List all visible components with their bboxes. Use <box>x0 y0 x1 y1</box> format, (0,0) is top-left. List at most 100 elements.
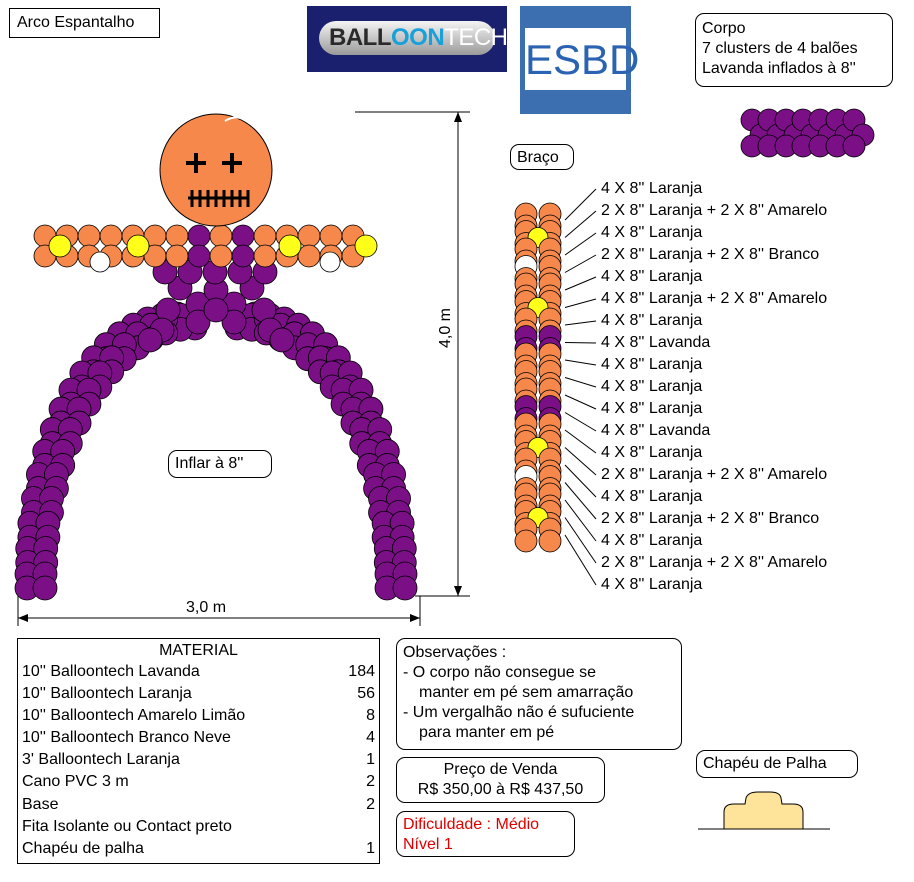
material-qty: 184 <box>348 663 375 680</box>
arm-balloon <box>99 224 123 248</box>
torso-balloon <box>137 327 163 353</box>
balloontech-logo-text: BALLOONTECH <box>329 24 508 51</box>
balloontech-logo: BALLOONTECH <box>307 6 508 72</box>
arm-yellow-balloon <box>354 234 378 258</box>
arm-balloon <box>77 224 101 248</box>
arm-white-balloon <box>319 251 341 273</box>
arm-balloon <box>319 224 343 248</box>
arm-legend-item: 4 X 8'' Laranja <box>601 224 703 241</box>
material-item: 3' Balloontech Laranja <box>22 751 180 769</box>
arm-balloon <box>187 224 211 248</box>
arm-legend-item: 4 X 8'' Laranja <box>601 576 703 593</box>
arm-leader-line <box>564 254 597 273</box>
material-qty: 2 <box>366 773 375 791</box>
arm-legend-item: 4 X 8'' Laranja <box>601 312 703 329</box>
material-item: Base <box>22 795 59 813</box>
height-dimension-label: 4,0 m <box>437 307 455 349</box>
price-title: Preço de Venda <box>443 761 558 778</box>
esbd-logo-text: ESBD <box>525 36 640 83</box>
corpo-note: Corpo 7 clusters de 4 balões Lavanda inf… <box>695 13 893 87</box>
arm-yellow-balloon <box>126 234 150 258</box>
arm-legend-item: 4 X 8'' Lavanda <box>601 422 711 439</box>
material-item: Cano PVC 3 m <box>22 773 129 791</box>
arm-leader-line <box>564 394 597 410</box>
arm-leader-line <box>564 482 597 520</box>
esbd-logo-inner: ESBD <box>525 28 640 90</box>
material-row: Fita Isolante ou Contact preto <box>22 816 375 838</box>
diagram-title: Arco Espantalho <box>9 8 160 38</box>
price-value: R$ 350,00 à R$ 437,50 <box>417 781 584 798</box>
corpo-title: Corpo <box>702 20 746 37</box>
arm-white-balloon <box>89 251 111 273</box>
hat-label: Chapéu de Palha <box>696 750 858 778</box>
arm-legend-item: 2 X 8'' Laranja + 2 X 8'' Branco <box>601 246 820 263</box>
arm-leader-line <box>564 429 597 454</box>
arm-legend-item: 4 X 8'' Laranja <box>601 180 703 197</box>
width-arrow-right <box>410 614 420 622</box>
scarecrow-body <box>14 224 418 601</box>
material-item: 10'' Balloontech Laranja <box>22 685 192 703</box>
arm-leader-line <box>564 534 597 586</box>
arm-balloon <box>253 244 277 268</box>
arm-yellow-balloon <box>278 234 302 258</box>
material-item: 10'' Balloontech Lavanda <box>22 663 200 680</box>
width-dimension-label: 3,0 m <box>186 599 227 616</box>
arm-column <box>514 202 562 553</box>
arm-legend-item: 4 X 8'' Laranja <box>601 488 703 505</box>
arm-leader-line <box>564 464 597 498</box>
material-qty: 1 <box>366 751 375 769</box>
material-qty: 4 <box>366 729 375 747</box>
arm-balloon <box>209 224 233 248</box>
hat-label-text: Chapéu de Palha <box>703 755 827 772</box>
arm-legend-item: 4 X 8'' Lavanda <box>601 334 711 351</box>
hat-drawing <box>698 791 830 830</box>
balloontech-logo-pill <box>319 21 495 55</box>
arm-legend-item: 4 X 8'' Laranja + 2 X 8'' Amarelo <box>601 290 828 307</box>
arm-leader-line <box>564 377 597 388</box>
arm-column-balloon <box>538 529 562 553</box>
arm-balloon <box>165 224 189 248</box>
corpo-line2: Lavanda inflados à 8'' <box>702 60 856 77</box>
arm-legend-item: 4 X 8'' Laranja <box>601 444 703 461</box>
difficulty-line2: Nível 1 <box>403 836 453 853</box>
arm-balloon <box>253 224 277 248</box>
material-row: 3' Balloontech Laranja 1 <box>22 749 375 771</box>
observation-2-line1: - Um vergalhão não é sufuciente <box>403 704 635 721</box>
esbd-logo: ESBD <box>520 6 640 114</box>
inflate-note-text: Inflar à 8'' <box>175 455 244 472</box>
mouth-stitches <box>190 190 250 207</box>
material-item: Chapéu de palha <box>22 839 144 857</box>
arm-balloon <box>187 244 211 268</box>
arm-leader-line <box>564 499 597 542</box>
arm-leader-line <box>564 298 597 308</box>
arm-balloon <box>297 224 321 248</box>
price-note: Preço de Venda R$ 350,00 à R$ 437,50 <box>396 757 605 803</box>
material-qty: 8 <box>366 707 375 725</box>
height-arrow-bottom <box>454 586 462 596</box>
arm-balloon <box>231 244 255 268</box>
torso-balloon <box>203 297 229 323</box>
arm-leader-line <box>564 359 597 366</box>
arm-leader-line <box>564 342 597 344</box>
torso-balloon <box>185 309 211 335</box>
arm-balloon <box>165 244 189 268</box>
height-arrow-top <box>454 112 462 122</box>
braco-title: Braço <box>517 149 559 166</box>
difficulty-line1: Dificuldade : Médio <box>403 816 540 833</box>
diagram-title-text: Arco Espantalho <box>17 14 135 31</box>
corpo-line1: 7 clusters de 4 balões <box>702 40 858 57</box>
material-item: Fita Isolante ou Contact preto <box>22 817 232 835</box>
braco-label: Braço <box>510 144 574 170</box>
leg-balloon <box>392 575 418 601</box>
scarecrow-head <box>159 113 273 227</box>
arm-legend-item: 4 X 8'' Laranja <box>601 378 703 395</box>
arm-legend-item: 2 X 8'' Laranja + 2 X 8'' Amarelo <box>601 554 828 571</box>
arm-column-balloon <box>514 529 538 553</box>
arm-balloon <box>297 244 321 268</box>
